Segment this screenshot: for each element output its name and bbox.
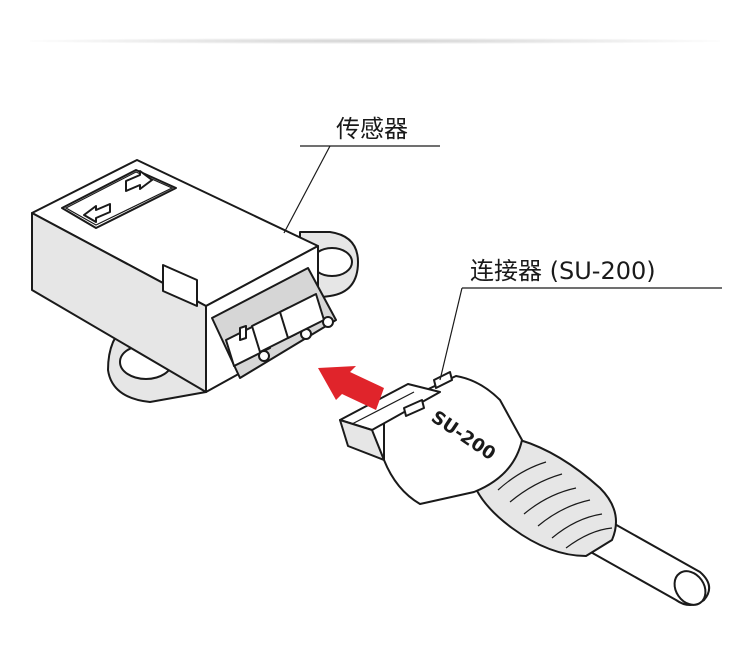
top-divider-shadow <box>30 38 720 44</box>
sensor-indicator-window <box>162 264 198 307</box>
connector-label: 连接器 (SU-200) <box>470 257 656 285</box>
connector-callout: 连接器 (SU-200) <box>439 257 722 381</box>
sensor-pins <box>225 293 334 367</box>
sensor-direction-arrow-icon <box>83 170 153 223</box>
connector-latch-window <box>403 399 425 417</box>
sensor-label: 传感器 <box>336 115 408 143</box>
connector-illustration: SU-200 <box>339 371 711 606</box>
sensor-callout: 传感器 <box>283 115 440 234</box>
sensor-illustration <box>31 159 359 403</box>
insertion-arrow-icon <box>318 366 384 410</box>
